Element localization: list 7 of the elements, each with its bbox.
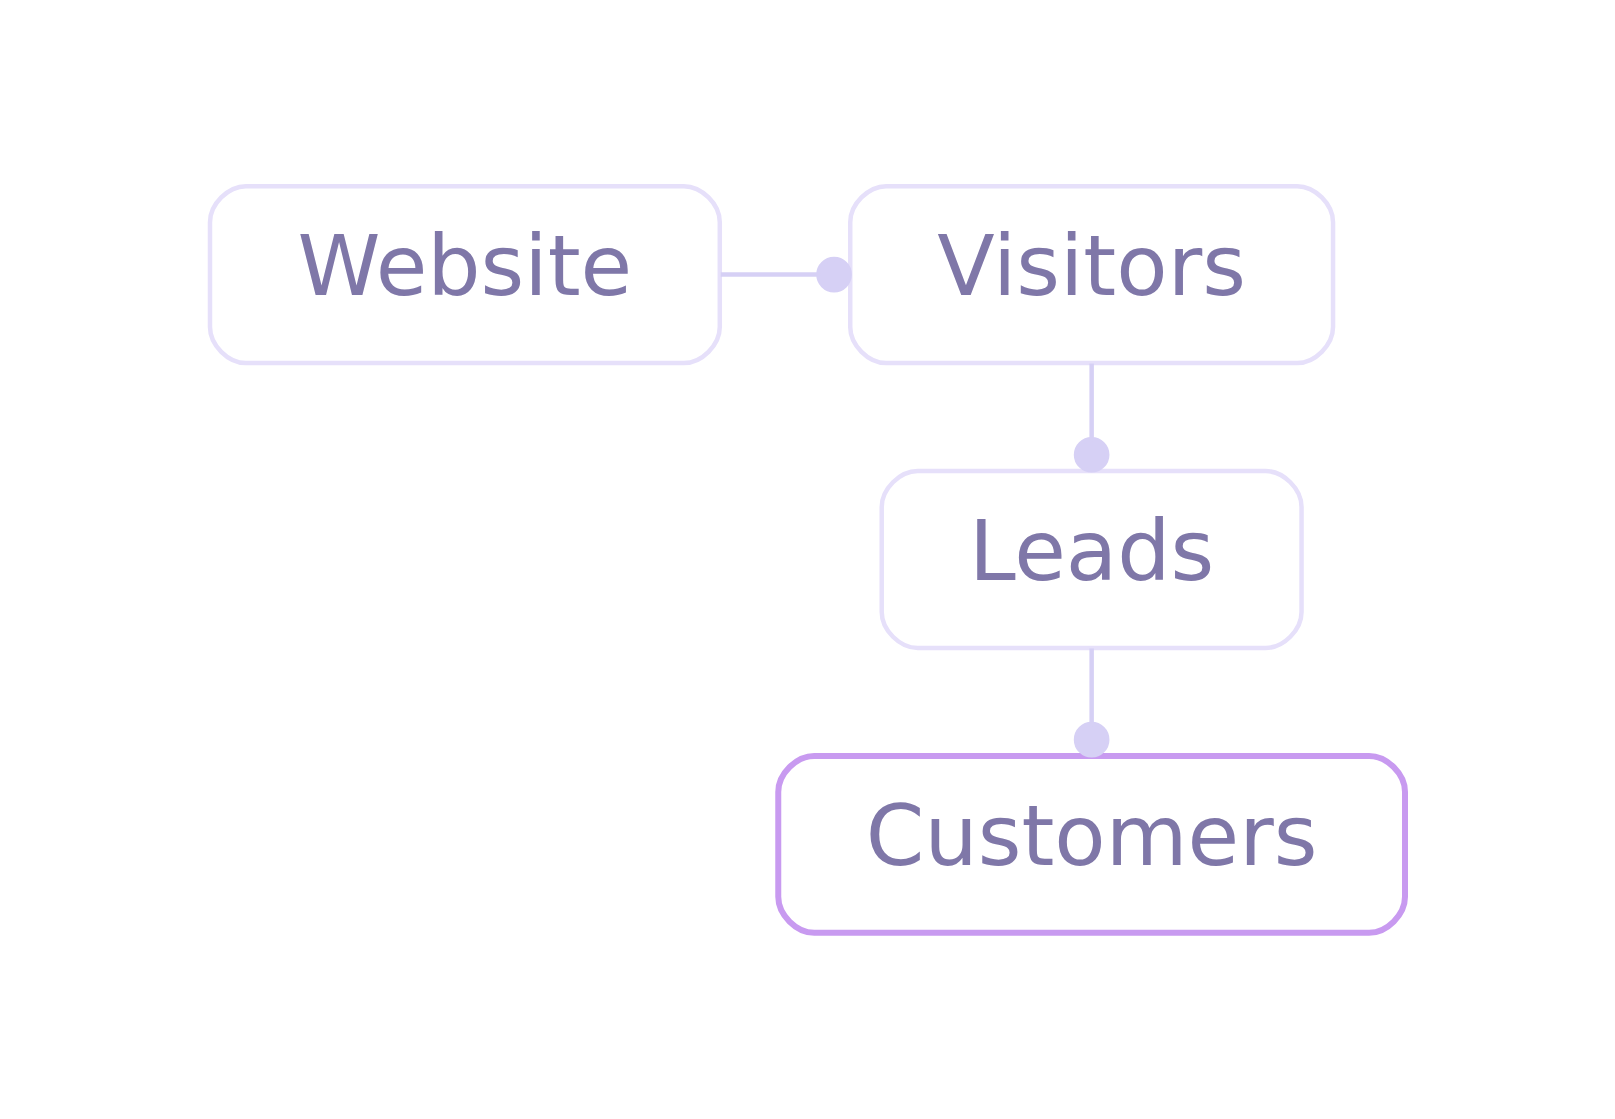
- node-box: Customers: [775, 752, 1408, 936]
- node-box: Website: [207, 183, 723, 366]
- node-box: Leads: [879, 468, 1304, 651]
- node-box: Visitors: [848, 183, 1336, 366]
- connector: [720, 256, 852, 293]
- connector: [1073, 363, 1110, 473]
- connector: [1073, 648, 1110, 758]
